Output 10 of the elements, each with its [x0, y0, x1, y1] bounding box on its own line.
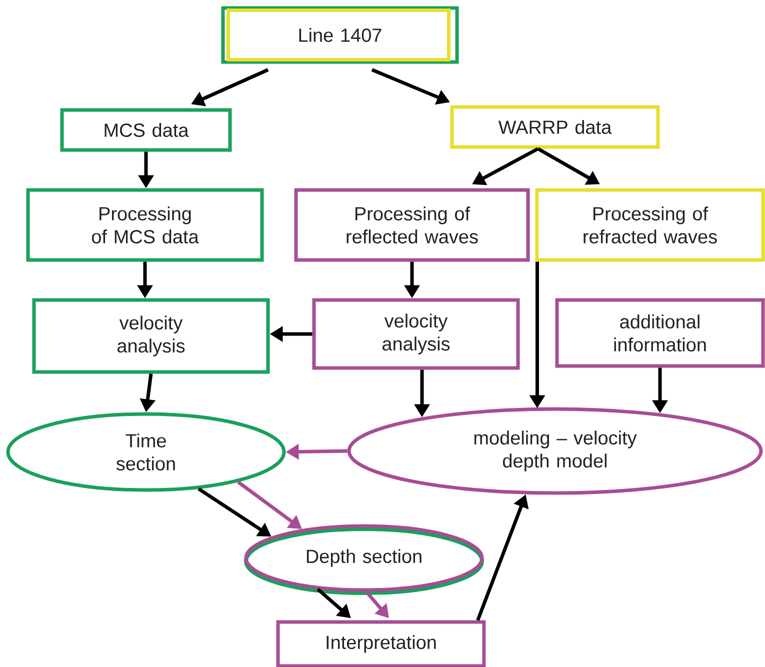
process-box: Interpretation — [276, 620, 486, 667]
process-box: Processing of MCS data — [26, 188, 264, 262]
process-box: Line 1407 — [221, 6, 459, 64]
process-box: Processing of reflected waves — [294, 188, 530, 262]
process-box: MCS data — [60, 108, 232, 152]
process-box: WARRP data — [450, 105, 660, 149]
process-box: velocity analysis — [312, 298, 520, 370]
process-box: Processing of refracted waves — [535, 188, 765, 262]
process-box: additional information — [555, 298, 765, 368]
process-box: velocity analysis — [32, 298, 270, 374]
